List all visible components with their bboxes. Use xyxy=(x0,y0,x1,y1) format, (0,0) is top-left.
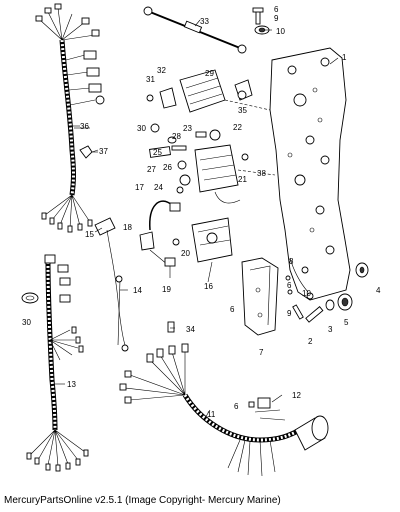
callout-2: 2 xyxy=(308,337,313,346)
callout-35: 35 xyxy=(238,106,247,115)
callout-6-mid: 6 xyxy=(287,281,292,290)
grommet-4 xyxy=(355,262,369,278)
callout-28: 28 xyxy=(172,132,181,141)
washer-3 xyxy=(325,299,335,311)
callout-37: 37 xyxy=(99,147,108,156)
callout-11: 11 xyxy=(207,410,216,419)
spacer-5 xyxy=(337,293,353,311)
clamp-30-lower xyxy=(21,292,39,304)
connector-15 xyxy=(94,217,129,352)
part-20 xyxy=(172,238,180,246)
cable-33 xyxy=(143,6,247,54)
lower-wiring-harness xyxy=(26,254,89,472)
lower-harness-11 xyxy=(119,343,329,477)
callout-26: 26 xyxy=(163,163,172,172)
part-35 xyxy=(237,90,249,161)
callout-9-top: 9 xyxy=(274,14,279,23)
bolts-22-23-28 xyxy=(150,123,221,151)
callout-8: 8 xyxy=(289,257,294,266)
callout-6-bottom: 6 xyxy=(234,402,239,411)
ignition-module-21 xyxy=(149,144,276,204)
part-18 xyxy=(139,231,169,266)
sensor-19 xyxy=(164,257,176,278)
callout-3: 3 xyxy=(328,325,333,334)
callout-30-top: 30 xyxy=(137,124,146,133)
part-34 xyxy=(167,321,175,333)
callout-38: 38 xyxy=(257,169,266,178)
callout-33: 33 xyxy=(200,17,209,26)
leader-lines xyxy=(55,19,339,419)
ground-strap-14 xyxy=(115,275,123,346)
callout-31: 31 xyxy=(146,75,155,84)
callout-14: 14 xyxy=(133,286,142,295)
callout-22: 22 xyxy=(233,123,242,132)
callout-25-top: 25 xyxy=(153,148,162,157)
mounting-plate xyxy=(269,47,351,301)
callout-6-top: 6 xyxy=(274,5,279,14)
callout-36: 36 xyxy=(80,122,89,131)
callout-13: 13 xyxy=(67,380,76,389)
copyright-footer: MercuryPartsOnline v2.5.1 (Image Copyrig… xyxy=(4,495,281,506)
rectifier-16 xyxy=(191,217,233,263)
callout-17: 17 xyxy=(135,183,144,192)
callout-34: 34 xyxy=(186,325,195,334)
upper-wiring-harness xyxy=(35,3,105,233)
callout-9-mid: 9 xyxy=(287,309,292,318)
callout-23: 23 xyxy=(183,124,192,133)
clip-37 xyxy=(79,145,98,159)
callout-4: 4 xyxy=(376,286,381,295)
bolt-2 xyxy=(305,306,324,323)
callout-15: 15 xyxy=(85,230,94,239)
part-12 xyxy=(248,397,271,409)
callout-16: 16 xyxy=(204,282,213,291)
callout-5: 5 xyxy=(344,318,349,327)
callout-10-mid: 10 xyxy=(302,289,311,298)
callout-7: 7 xyxy=(259,348,264,357)
callout-18: 18 xyxy=(123,223,132,232)
callout-6-left: 6 xyxy=(230,305,235,314)
callout-27: 27 xyxy=(147,165,156,174)
callout-12: 12 xyxy=(292,391,301,400)
callout-1: 1 xyxy=(342,53,347,62)
callout-19: 19 xyxy=(162,285,171,294)
callout-21: 21 xyxy=(238,175,247,184)
cable-17 xyxy=(149,200,181,231)
callout-24: 24 xyxy=(154,183,163,192)
lower-fasteners xyxy=(285,257,314,320)
parts-diagram: 1 6 9 10 33 32 31 29 35 30 23 22 28 25 2… xyxy=(21,3,381,477)
callout-10-top: 10 xyxy=(276,27,285,36)
bracket-7 xyxy=(241,257,279,336)
callout-29: 29 xyxy=(205,69,214,78)
screw-washer-grommet-top xyxy=(252,7,270,35)
callout-32: 32 xyxy=(157,66,166,75)
callout-30-lower: 30 xyxy=(22,318,31,327)
callout-20: 20 xyxy=(181,249,190,258)
